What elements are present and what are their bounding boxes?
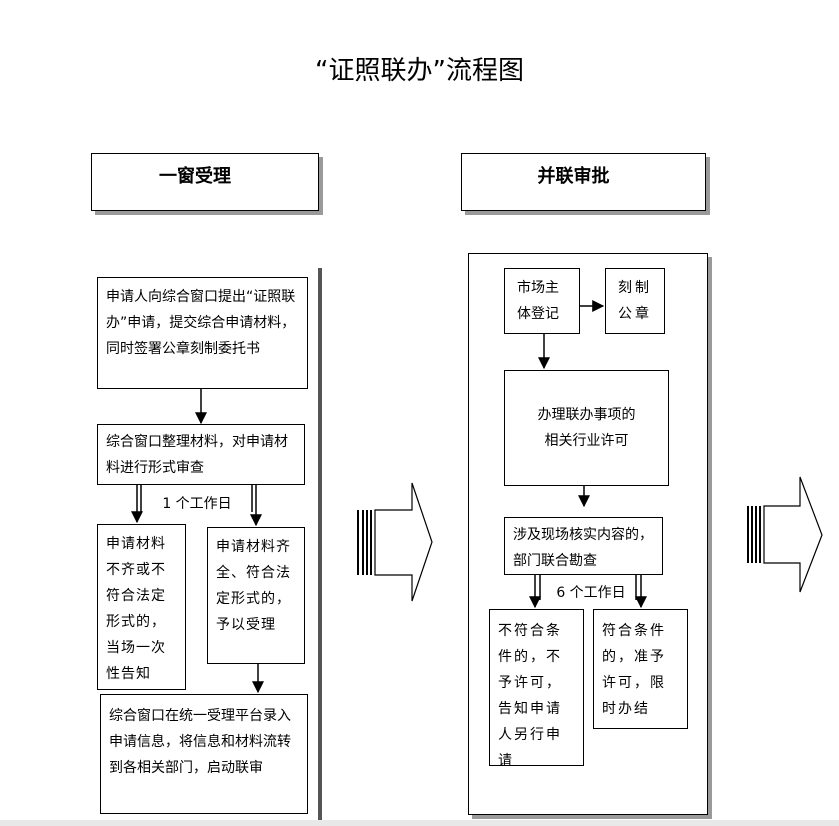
materials-complete: 申请材料齐全、符合法定形式的，予以受理 [207, 527, 305, 664]
header-parallel-approval: 并联审批 [461, 153, 706, 211]
seal-engraving: 刻制公章 [605, 268, 665, 334]
step-start-joint-review: 综合窗口在统一受理平台录入申请信息，将信息和材料流转到各相关部门，启动联审 [100, 694, 308, 814]
header-one-window: 一窗受理 [91, 153, 319, 211]
left-panel-right-border [318, 268, 322, 820]
joint-site-inspection: 涉及现场核实内容的，部门联合勘查 [504, 517, 663, 575]
not-qualified: 不符合条件的，不予许可，告知申请人另行申请 [489, 609, 584, 769]
right-days-label: 6 个工作日 [546, 582, 636, 604]
materials-incomplete: 申请材料不齐或不符合法定形式的，当场一次性告知 [97, 524, 186, 690]
qualified: 符合条件的，准予许可，限时办结 [593, 609, 688, 729]
big-arrow-right-continuation-icon [747, 476, 823, 593]
industry-permit: 办理联办事项的相关行业许可 [504, 370, 669, 486]
step-submit-application: 申请人向综合窗口提出“证照联办”申请，提交综合申请材料，同时签署公章刻制委托书 [97, 277, 308, 389]
market-entity-registration: 市场主体登记 [504, 268, 580, 334]
arrow-inspection-to-approve [635, 575, 647, 609]
arrow-review-to-incomplete [131, 485, 143, 524]
big-arrow-left-to-right-icon [357, 482, 433, 602]
step-form-review: 综合窗口整理材料，对申请材料进行形式审查 [97, 424, 305, 485]
header-one-window-label: 一窗受理 [159, 166, 231, 187]
arrow-inspection-to-reject [529, 575, 541, 609]
page-title: “证照联办”流程图 [315, 56, 524, 86]
arrow-review-to-complete [250, 485, 262, 527]
bottom-edge-strip [0, 820, 839, 826]
left-days-label: 1 个工作日 [152, 492, 242, 516]
header-parallel-approval-label: 并联审批 [537, 166, 610, 187]
